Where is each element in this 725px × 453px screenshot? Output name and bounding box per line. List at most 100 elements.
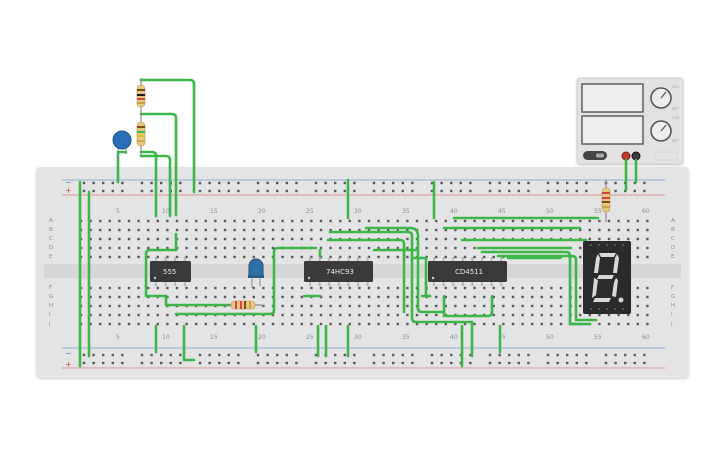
breadboard-hole[interactable] <box>310 286 313 290</box>
breadboard-hole[interactable] <box>646 304 649 308</box>
breadboard-hole[interactable] <box>550 304 553 308</box>
breadboard-hole[interactable] <box>540 286 543 290</box>
breadboard-hole[interactable] <box>175 219 179 223</box>
breadboard-hole[interactable] <box>314 353 318 357</box>
breadboard-hole[interactable] <box>636 304 639 308</box>
breadboard-hole[interactable] <box>223 228 227 232</box>
breadboard-hole[interactable] <box>425 237 428 241</box>
breadboard-hole[interactable] <box>343 361 346 365</box>
breadboard-hole[interactable] <box>521 228 524 232</box>
breadboard-hole[interactable] <box>463 255 467 259</box>
breadboard-hole[interactable] <box>150 189 153 193</box>
breadboard-hole[interactable] <box>508 189 511 193</box>
breadboard-hole[interactable] <box>540 304 543 308</box>
breadboard-hole[interactable] <box>285 353 288 357</box>
breadboard-hole[interactable] <box>118 228 121 232</box>
breadboard-hole[interactable] <box>614 189 617 193</box>
breadboard-hole[interactable] <box>214 228 217 232</box>
breadboard-hole[interactable] <box>281 304 284 308</box>
breadboard-hole[interactable] <box>208 361 211 365</box>
breadboard-hole[interactable] <box>575 361 578 365</box>
breadboard-hole[interactable] <box>137 255 140 259</box>
wire[interactable] <box>139 78 196 194</box>
breadboard-hole[interactable] <box>243 255 246 259</box>
breadboard-hole[interactable] <box>377 295 380 299</box>
breadboard-hole[interactable] <box>358 304 361 308</box>
breadboard-hole[interactable] <box>517 189 520 193</box>
breadboard-hole[interactable] <box>348 322 351 326</box>
breadboard-hole[interactable] <box>291 313 294 317</box>
breadboard-hole[interactable] <box>108 313 111 317</box>
breadboard-hole[interactable] <box>334 361 337 365</box>
breadboard-hole[interactable] <box>396 286 399 290</box>
breadboard-hole[interactable] <box>636 255 639 259</box>
breadboard-hole[interactable] <box>511 286 515 290</box>
resistor-r1[interactable] <box>136 78 146 114</box>
wire[interactable] <box>480 250 592 326</box>
power-switch[interactable] <box>583 151 607 160</box>
breadboard-hole[interactable] <box>559 219 563 223</box>
breadboard-hole[interactable] <box>483 228 486 232</box>
breadboard-hole[interactable] <box>624 361 627 365</box>
breadboard-hole[interactable] <box>579 295 582 299</box>
breadboard-hole[interactable] <box>617 237 620 241</box>
breadboard-hole[interactable] <box>137 246 140 250</box>
breadboard-hole[interactable] <box>531 295 534 299</box>
breadboard-hole[interactable] <box>521 295 524 299</box>
breadboard-hole[interactable] <box>92 353 95 357</box>
breadboard-hole[interactable] <box>646 322 649 326</box>
breadboard-hole[interactable] <box>498 189 501 193</box>
breadboard-hole[interactable] <box>266 353 269 357</box>
breadboard-hole[interactable] <box>559 286 563 290</box>
breadboard-hole[interactable] <box>502 313 505 317</box>
breadboard-hole[interactable] <box>223 286 227 290</box>
breadboard-hole[interactable] <box>339 295 342 299</box>
breadboard-hole[interactable] <box>329 255 332 259</box>
breadboard-hole[interactable] <box>204 322 207 326</box>
breadboard-hole[interactable] <box>137 313 140 317</box>
breadboard-hole[interactable] <box>377 219 380 223</box>
breadboard-hole[interactable] <box>198 189 202 193</box>
breadboard-hole[interactable] <box>156 219 159 223</box>
breadboard-hole[interactable] <box>521 313 524 317</box>
breadboard-hole[interactable] <box>118 313 121 317</box>
breadboard-hole[interactable] <box>108 322 111 326</box>
breadboard-hole[interactable] <box>527 189 530 193</box>
breadboard-hole[interactable] <box>329 286 332 290</box>
breadboard-hole[interactable] <box>450 361 453 365</box>
breadboard-hole[interactable] <box>392 181 395 185</box>
breadboard-hole[interactable] <box>271 322 275 326</box>
breadboard-hole[interactable] <box>300 255 303 259</box>
breadboard-hole[interactable] <box>540 295 543 299</box>
breadboard-hole[interactable] <box>295 353 298 357</box>
breadboard-hole[interactable] <box>435 286 438 290</box>
breadboard-hole[interactable] <box>617 219 620 223</box>
breadboard-hole[interactable] <box>607 219 611 223</box>
breadboard-hole[interactable] <box>198 181 202 185</box>
breadboard-hole[interactable] <box>531 286 534 290</box>
breadboard-hole[interactable] <box>392 189 395 193</box>
breadboard-hole[interactable] <box>118 246 121 250</box>
breadboard-hole[interactable] <box>617 313 620 317</box>
breadboard-hole[interactable] <box>281 295 284 299</box>
breadboard-hole[interactable] <box>147 246 150 250</box>
breadboard-hole[interactable] <box>387 246 390 250</box>
breadboard-hole[interactable] <box>646 237 649 241</box>
breadboard-hole[interactable] <box>377 304 380 308</box>
breadboard-hole[interactable] <box>469 181 472 185</box>
breadboard-hole[interactable] <box>329 295 332 299</box>
breadboard-hole[interactable] <box>435 219 438 223</box>
breadboard-hole[interactable] <box>233 219 236 223</box>
breadboard-hole[interactable] <box>559 322 563 326</box>
breadboard-hole[interactable] <box>82 353 86 357</box>
breadboard-hole[interactable] <box>469 361 472 365</box>
breadboard-hole[interactable] <box>339 313 342 317</box>
wire[interactable] <box>144 248 178 298</box>
breadboard-hole[interactable] <box>166 322 169 326</box>
breadboard-hole[interactable] <box>556 189 559 193</box>
breadboard-hole[interactable] <box>127 304 131 308</box>
breadboard-hole[interactable] <box>140 361 144 365</box>
breadboard-hole[interactable] <box>483 295 486 299</box>
breadboard-hole[interactable] <box>195 295 198 299</box>
breadboard-hole[interactable] <box>99 219 102 223</box>
